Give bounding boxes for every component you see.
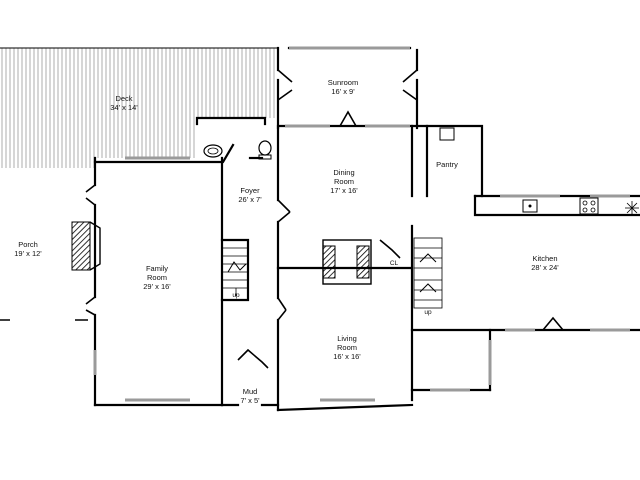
ceiling-fan-icon [625,201,639,215]
walls [93,46,640,412]
doors [85,69,564,369]
foyer-stairs [222,247,248,296]
family-fireplace [71,221,101,271]
deck-label: Deck 34' x 14' [110,94,137,112]
kitchen-label: Kitchen 28' x 24' [531,254,558,272]
family-label: Family Room 29' x 16' [143,264,170,291]
dining-label: Dining Room 17' x 16' [330,168,357,195]
pantry-sink-icon [439,127,455,141]
foyer-label: Foyer 26' x 7' [238,186,261,204]
porch-label: Porch 19' x 12' [14,240,41,258]
mud-dims: 7' x 5' [240,396,260,405]
windows [93,46,630,402]
sunroom-name: Sunroom [327,78,359,87]
foyer-name: Foyer [240,186,260,195]
pantry-name: Pantry [436,160,458,169]
dining-name-1: Dining [333,168,355,177]
family-name-2: Room [146,273,167,282]
living-dims: 16' x 16' [333,352,361,361]
living-name-1: Living [337,334,357,343]
living-label: Living Room 16' x 16' [333,334,360,361]
sink-icon [203,144,223,158]
porch-dims: 19' x 12' [14,249,42,258]
family-dims: 29' x 16' [143,282,171,291]
porch-name: Porch [18,240,38,249]
mud-label: Mud 7' x 5' [240,387,259,405]
dining-dims: 17' x 16' [330,186,358,195]
closet-tag: CL [389,260,399,267]
kitchen-stairs [413,237,443,309]
sunroom-label: Sunroom 16' x 9' [328,78,358,96]
foyer-stair-up-tag: up [232,292,240,299]
foyer-dims: 26' x 7' [238,195,262,204]
dining-name-2: Room [333,177,354,186]
mud-name: Mud [242,387,258,396]
kitchen-sink-icon [522,199,538,213]
kitchen-stair-up-tag: up [424,309,432,316]
stove-icon [579,197,599,215]
living-name-2: Room [336,343,357,352]
pantry-label: Pantry [436,160,458,169]
center-fireplace [322,239,372,285]
deck-name: Deck [115,94,133,103]
kitchen-name: Kitchen [532,254,558,263]
deck-dims: 34' x 14' [110,103,138,112]
toilet-icon [258,140,272,160]
kitchen-dims: 28' x 24' [531,263,559,272]
sunroom-dims: 16' x 9' [331,87,355,96]
family-name-1: Family [145,264,169,273]
deck-planks [1,48,275,168]
